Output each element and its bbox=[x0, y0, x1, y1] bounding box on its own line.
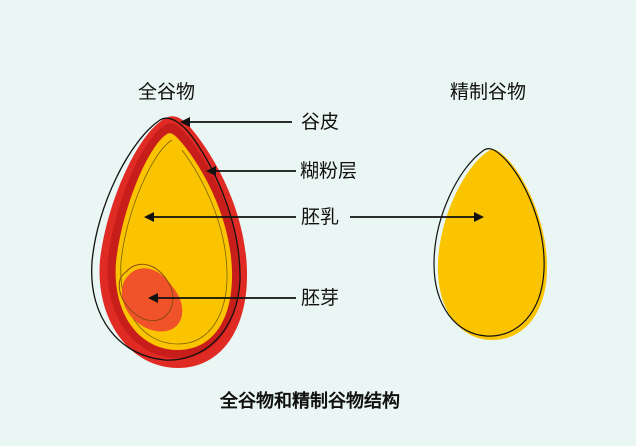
refined-outline bbox=[433, 147, 545, 337]
aleurone-label: 糊粉层 bbox=[300, 160, 358, 182]
germ-label: 胚芽 bbox=[301, 287, 340, 309]
bran-label: 谷皮 bbox=[301, 111, 340, 133]
endosperm-label: 胚乳 bbox=[301, 206, 340, 228]
germ-outline bbox=[118, 263, 174, 322]
refined-endosperm bbox=[437, 149, 548, 340]
inner-layer-line bbox=[120, 139, 228, 345]
refined-grain-heading: 精制谷物 bbox=[450, 81, 527, 103]
whole-grain-kernel bbox=[91, 116, 248, 369]
whole-grain-heading: 全谷物 bbox=[138, 81, 196, 103]
whole-grain-outline bbox=[91, 117, 241, 361]
refined-grain-kernel bbox=[433, 147, 548, 340]
diagram-caption: 全谷物和精制谷物结构 bbox=[220, 391, 400, 412]
